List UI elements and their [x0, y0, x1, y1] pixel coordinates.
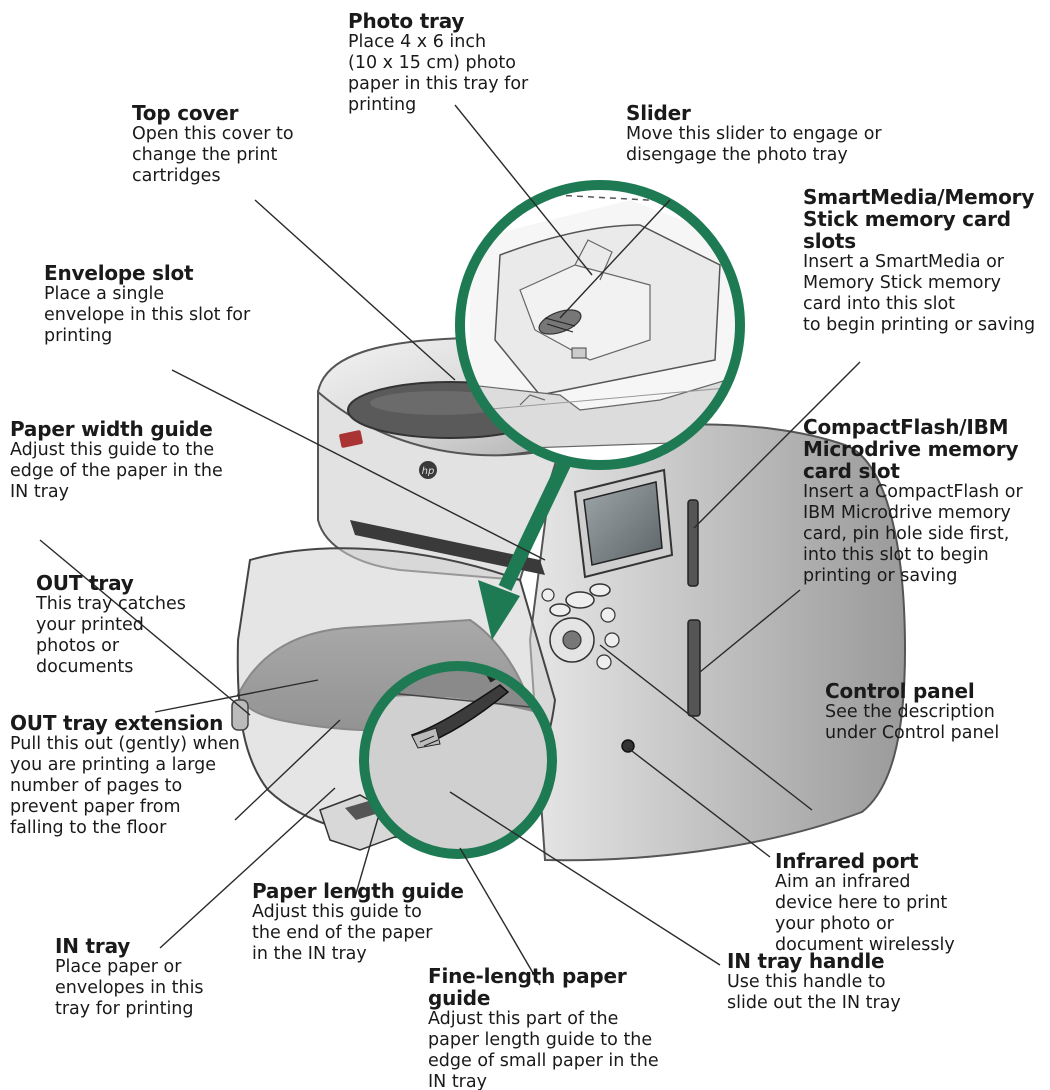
leader-out-tray	[154, 679, 319, 713]
envelope-slot-desc: Place a single envelope in this slot for…	[44, 284, 251, 346]
leader-slider	[559, 199, 671, 319]
callout-infrared-port: Infrared port Aim an infrared device her…	[775, 850, 975, 956]
callout-out-tray: OUT tray This tray catches your printed …	[36, 572, 216, 678]
callout-photo-tray: Photo tray Place 4 x 6 inch (10 x 15 cm)…	[348, 10, 548, 116]
fine-length-guide-desc: Adjust this part of the paper length gui…	[428, 1009, 659, 1090]
leader-out-tray-extension	[234, 719, 341, 821]
compactflash-desc: Insert a CompactFlash or IBM Microdrive …	[803, 482, 1023, 586]
leader-envelope-slot	[171, 369, 546, 561]
slider-title: Slider	[626, 101, 691, 125]
paper-width-guide-title: Paper width guide	[10, 417, 213, 441]
callout-in-tray-handle: IN tray handle Use this handle to slide …	[727, 950, 947, 1014]
infrared-port	[621, 739, 635, 753]
paper-length-guide-title: Paper length guide	[252, 879, 464, 903]
out-tray-extension-desc: Pull this out (gently) when you are prin…	[10, 734, 240, 838]
arrow-icon	[478, 458, 572, 640]
callout-top-cover: Top cover Open this cover to change the …	[132, 102, 332, 187]
compactflash-slot	[687, 619, 701, 717]
leader-infrared-port	[627, 747, 771, 858]
callout-paper-width-guide: Paper width guide Adjust this guide to t…	[10, 418, 250, 503]
callout-envelope-slot: Envelope slot Place a single envelope in…	[44, 262, 269, 347]
slider-desc: Move this slider to engage or disengage …	[626, 124, 882, 165]
control-panel-buttons	[541, 583, 620, 670]
leader-fine-length-guide	[459, 847, 541, 986]
callout-compactflash: CompactFlash/IBM Microdrive memory card …	[803, 416, 1048, 587]
in-tray-handle-desc: Use this handle to slide out the IN tray	[727, 972, 901, 1013]
in-tray-handle-title: IN tray handle	[727, 949, 885, 973]
photo-tray-desc: Place 4 x 6 inch (10 x 15 cm) photo pape…	[348, 32, 529, 115]
control-panel-desc: See the description under Control panel	[825, 702, 1000, 743]
callout-paper-length-guide: Paper length guide Adjust this guide to …	[252, 880, 487, 965]
leader-lines	[39, 104, 861, 986]
leader-paper-width-guide	[39, 539, 251, 716]
in-tray-title: IN tray	[55, 934, 131, 958]
photo-tray-title: Photo tray	[348, 9, 465, 33]
compactflash-title: CompactFlash/IBM Microdrive memory card …	[803, 415, 1019, 483]
control-panel-title: Control panel	[825, 679, 975, 703]
callout-slider: Slider Move this slider to engage or dis…	[626, 102, 916, 166]
leader-compactflash	[699, 589, 801, 673]
smartmedia-title: SmartMedia/Memory Stick memory card slot…	[803, 185, 1035, 253]
hp-logo-icon: hp	[419, 461, 437, 479]
callout-control-panel: Control panel See the description under …	[825, 680, 1040, 744]
paper-width-guide-desc: Adjust this guide to the edge of the pap…	[10, 440, 223, 502]
out-tray-extension-title: OUT tray extension	[10, 711, 224, 735]
envelope-slot-title: Envelope slot	[44, 261, 194, 285]
in-tray-desc: Place paper or envelopes in this tray fo…	[55, 957, 204, 1019]
out-tray-title: OUT tray	[36, 571, 134, 595]
top-cover-desc: Open this cover to change the print cart…	[132, 124, 294, 186]
infrared-port-title: Infrared port	[775, 849, 919, 873]
printer-body: hp	[231, 336, 907, 862]
callout-out-tray-extension: OUT tray extension Pull this out (gently…	[10, 712, 275, 839]
leader-in-tray	[159, 787, 336, 949]
callout-smartmedia: SmartMedia/Memory Stick memory card slot…	[803, 186, 1048, 336]
out-tray-desc: This tray catches your printed photos or…	[36, 594, 186, 677]
fine-length-guide-title: Fine-length paper guide	[428, 964, 627, 1010]
leader-smartmedia	[693, 361, 861, 529]
smartmedia-desc: Insert a SmartMedia or Memory Stick memo…	[803, 252, 1036, 335]
leader-paper-length-guide	[354, 817, 379, 898]
callout-in-tray: IN tray Place paper or envelopes in this…	[55, 935, 245, 1020]
leader-control-panel	[599, 644, 813, 811]
callout-fine-length-guide: Fine-length paper guide Adjust this part…	[428, 965, 688, 1090]
smartmedia-slot	[687, 499, 699, 587]
top-cover-title: Top cover	[132, 101, 239, 125]
leader-photo-tray	[454, 104, 593, 276]
paper-length-guide-desc: Adjust this guide to the end of the pape…	[252, 902, 433, 964]
leader-in-tray-handle	[449, 791, 721, 966]
lcd-screen	[573, 468, 674, 579]
svg-text:hp: hp	[422, 466, 435, 477]
paper-guide-magnifier	[359, 661, 557, 859]
infrared-port-desc: Aim an infrared device here to print you…	[775, 872, 955, 955]
leader-top-cover	[254, 199, 456, 381]
photo-tray-magnifier	[455, 180, 745, 470]
